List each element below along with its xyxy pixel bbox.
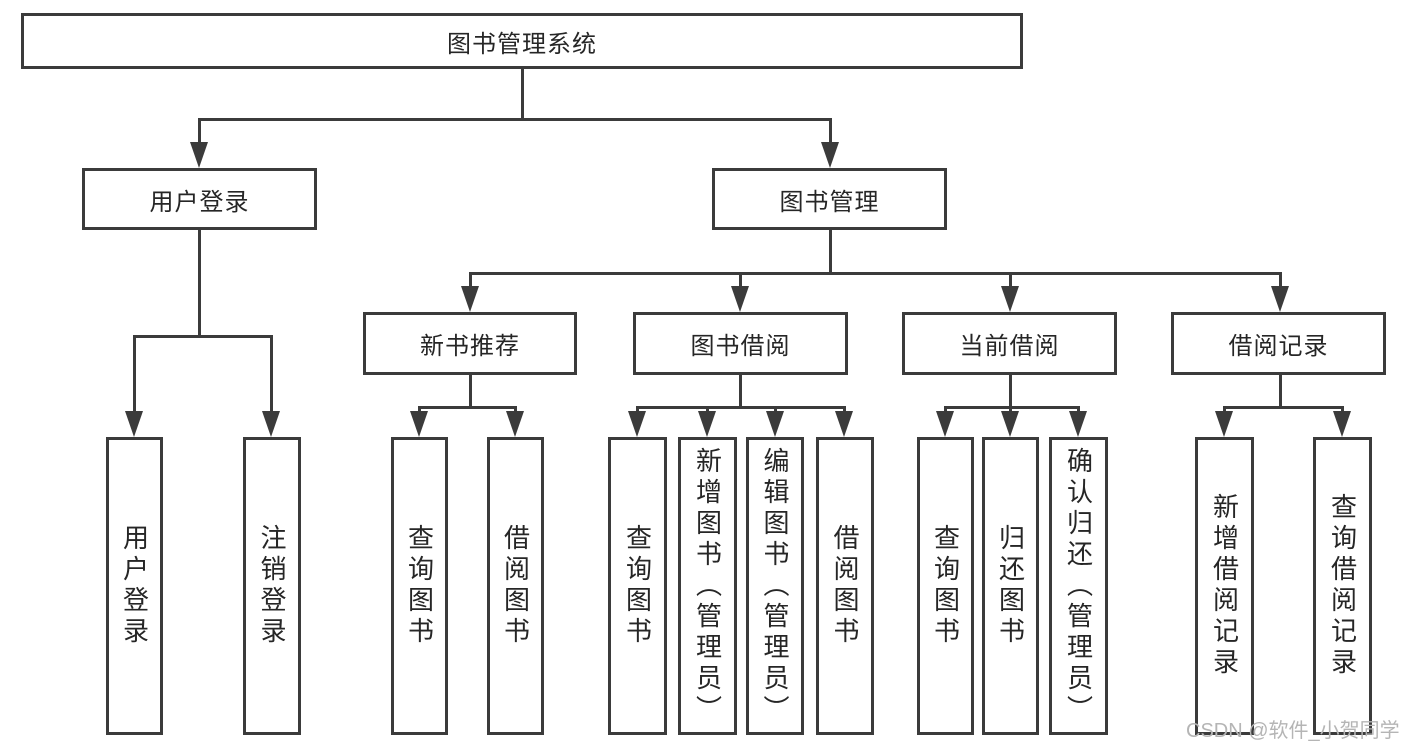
arrow-down-icon (1001, 411, 1019, 437)
csdn-watermark: CSDN @软件_小贺同学 (1186, 720, 1400, 742)
connector-line (1223, 406, 1226, 414)
leaf-label: 新增借阅记录 (1209, 493, 1240, 679)
arrow-down-icon (766, 411, 784, 437)
connector-line (198, 118, 201, 145)
arrow-down-icon (731, 286, 749, 312)
connector-line (1009, 406, 1012, 414)
connector-line (829, 230, 832, 272)
connector-line (1341, 406, 1344, 414)
node-book-management: 图书管理 (712, 168, 947, 230)
leaf-label: 用户登录 (119, 524, 150, 648)
leaf-add-book-admin: 新增图书（管理员） (678, 437, 737, 735)
connector-line (944, 406, 947, 414)
node-user-login: 用户登录 (82, 168, 317, 230)
leaf-confirm-return-admin: 确认归还（管理员） (1049, 437, 1108, 735)
arrow-down-icon (1333, 411, 1351, 437)
arrow-down-icon (835, 411, 853, 437)
leaf-label: 新增图书（管理员） (692, 446, 723, 726)
leaf-user-login: 用户登录 (106, 437, 163, 735)
connector-line (1279, 272, 1282, 290)
leaf-label: 查询图书 (622, 524, 653, 648)
connector-line (843, 406, 846, 414)
connector-line (1009, 375, 1012, 406)
arrow-down-icon (628, 411, 646, 437)
leaf-label: 归还图书 (995, 524, 1026, 648)
connector-line (469, 272, 472, 290)
arrow-down-icon (125, 411, 143, 437)
connector-line (133, 335, 136, 415)
connector-line (133, 335, 273, 338)
leaf-borrow-books-1: 借阅图书 (487, 437, 544, 735)
arrow-down-icon (1271, 286, 1289, 312)
node-new-book-recommendation: 新书推荐 (363, 312, 577, 375)
arrow-down-icon (1069, 411, 1087, 437)
connector-line (774, 406, 777, 414)
connector-line (198, 118, 832, 121)
arrow-down-icon (821, 142, 839, 168)
connector-line (1223, 406, 1343, 409)
arrow-down-icon (461, 286, 479, 312)
connector-line (739, 375, 742, 406)
arrow-down-icon (190, 142, 208, 168)
leaf-edit-book-admin: 编辑图书（管理员） (746, 437, 804, 735)
leaf-label: 编辑图书（管理员） (760, 446, 790, 726)
arrow-down-icon (262, 411, 280, 437)
connector-line (829, 118, 832, 145)
leaf-label: 查询图书 (930, 524, 961, 648)
leaf-label: 借阅图书 (830, 524, 860, 648)
connector-line (198, 230, 201, 335)
arrow-down-icon (1215, 411, 1233, 437)
arrow-down-icon (698, 411, 716, 437)
leaf-query-borrow-record: 查询借阅记录 (1313, 437, 1372, 735)
leaf-label: 查询图书 (404, 524, 435, 648)
arrow-down-icon (936, 411, 954, 437)
leaf-query-books-3: 查询图书 (917, 437, 974, 735)
leaf-return-book: 归还图书 (982, 437, 1039, 735)
connector-line (469, 375, 472, 406)
leaf-borrow-books-2: 借阅图书 (816, 437, 874, 735)
connector-line (469, 272, 1281, 275)
connector-line (514, 406, 517, 414)
connector-line (1077, 406, 1080, 414)
leaf-label: 注销登录 (257, 524, 287, 648)
connector-line (270, 335, 273, 415)
connector-line (418, 406, 421, 414)
leaf-label: 查询借阅记录 (1327, 493, 1358, 679)
node-current-borrowing: 当前借阅 (902, 312, 1117, 375)
connector-line (1009, 272, 1012, 290)
connector-line (706, 406, 709, 414)
leaf-query-books-2: 查询图书 (608, 437, 667, 735)
connector-line (636, 406, 845, 409)
connector-line (1279, 375, 1282, 406)
arrow-down-icon (1001, 286, 1019, 312)
leaf-logout: 注销登录 (243, 437, 301, 735)
leaf-add-borrow-record: 新增借阅记录 (1195, 437, 1254, 735)
arrow-down-icon (410, 411, 428, 437)
arrow-down-icon (506, 411, 524, 437)
leaf-label: 确认归还（管理员） (1063, 446, 1094, 726)
leaf-label: 借阅图书 (500, 524, 531, 648)
connector-line (739, 272, 742, 290)
node-book-borrowing: 图书借阅 (633, 312, 848, 375)
connector-line (636, 406, 639, 414)
leaf-query-books-1: 查询图书 (391, 437, 448, 735)
connector-line (418, 406, 516, 409)
node-borrowing-records: 借阅记录 (1171, 312, 1386, 375)
connector-line (521, 69, 524, 118)
node-library-management-system: 图书管理系统 (21, 13, 1023, 69)
